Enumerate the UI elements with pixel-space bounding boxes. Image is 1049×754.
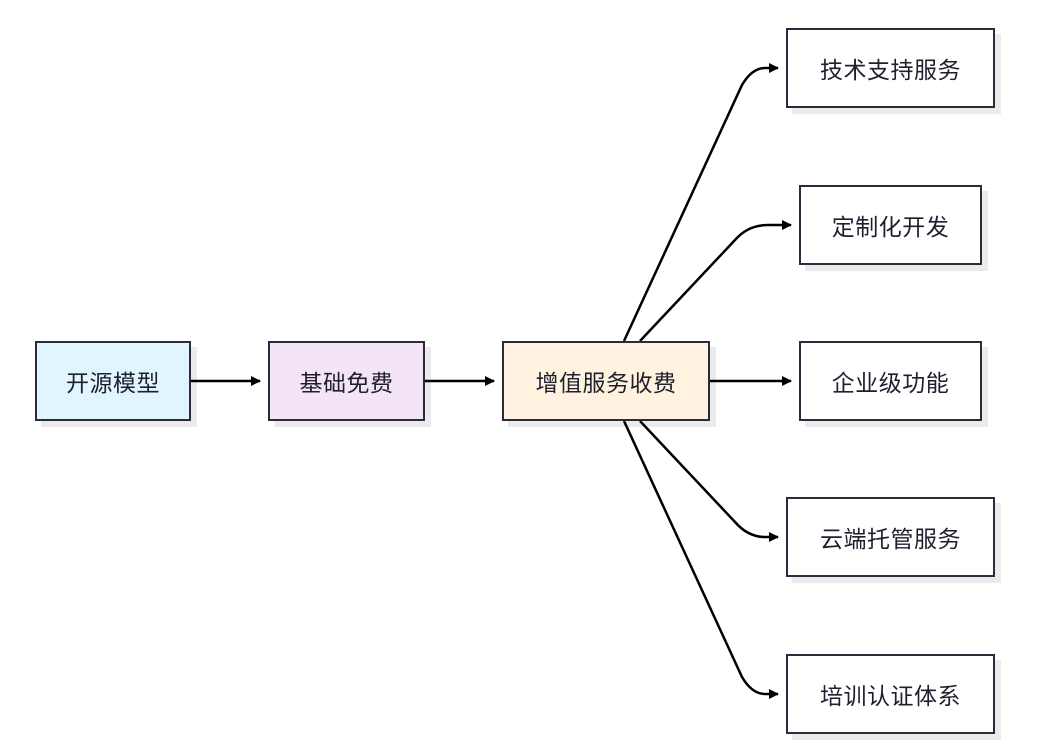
node-label: 云端托管服务 — [820, 527, 961, 553]
edge-value-added-to-tech-support — [622, 63, 779, 342]
node-cloud-hosting-service: 云端托管服务 — [786, 497, 995, 577]
node-label: 培训认证体系 — [820, 684, 961, 710]
node-open-source-model: 开源模型 — [35, 341, 191, 421]
node-label: 定制化开发 — [831, 215, 950, 241]
node-label: 开源模型 — [66, 371, 160, 397]
node-custom-development: 定制化开发 — [799, 185, 982, 265]
node-label: 基础免费 — [299, 371, 394, 397]
node-basic-free: 基础免费 — [268, 341, 425, 421]
node-training-certification: 培训认证体系 — [786, 654, 995, 734]
edge-value-added-to-cloud-host — [639, 420, 779, 542]
node-label: 企业级功能 — [831, 371, 950, 397]
edge-value-added-to-custom-dev — [639, 220, 792, 342]
node-value-added-charging: 增值服务收费 — [502, 341, 710, 421]
node-tech-support-service: 技术支持服务 — [786, 28, 995, 108]
edge-value-added-to-training — [622, 420, 779, 699]
node-enterprise-features: 企业级功能 — [799, 341, 982, 421]
node-label: 增值服务收费 — [535, 371, 677, 397]
node-label: 技术支持服务 — [820, 58, 961, 84]
